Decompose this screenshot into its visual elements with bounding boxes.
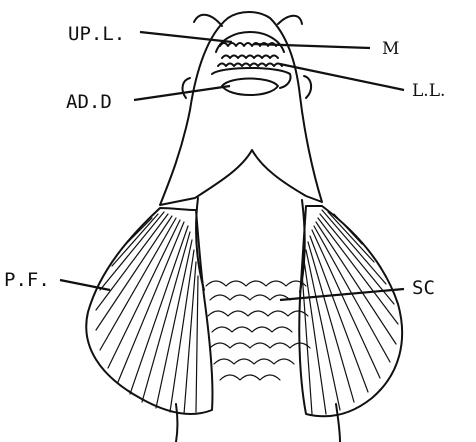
label-lower-lip: L.L. (412, 81, 445, 101)
left-gill-nub (183, 78, 190, 98)
right-fin-rays (302, 210, 398, 414)
left-fin-rays (96, 212, 198, 414)
upper-lip-leader (140, 32, 232, 42)
right-gill-nub (304, 76, 311, 98)
left-barbel (194, 15, 222, 26)
scales-leader (280, 289, 404, 300)
label-mouth: M (382, 39, 399, 59)
mouth-papillae (218, 56, 282, 67)
label-pectoral-fin: P.F. (4, 269, 50, 291)
adhesive-disc (222, 79, 278, 96)
label-adhesive-disc: AD.D (66, 91, 112, 113)
tail-left-edge (176, 404, 178, 442)
belly-scales (206, 281, 310, 380)
pectoral-fin-leader (60, 280, 110, 290)
right-barbel (278, 16, 302, 24)
label-scales: SC (412, 277, 435, 299)
label-upper-lip: UP.L. (68, 23, 125, 45)
mouth-leader (254, 44, 370, 48)
head-outline (160, 12, 322, 205)
